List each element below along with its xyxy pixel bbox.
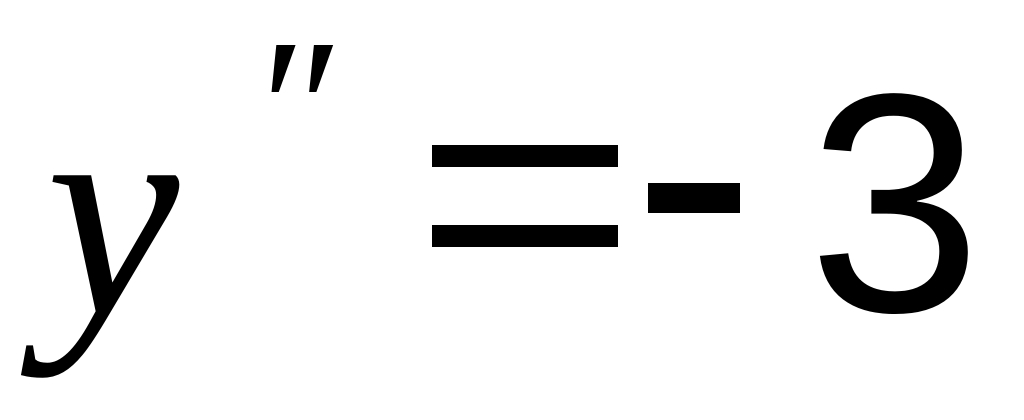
equals-bar-top: [432, 145, 618, 167]
minus-sign: [648, 183, 740, 213]
equals-sign: [432, 145, 618, 247]
constant-value: 3: [808, 30, 982, 378]
equals-bar-bottom: [432, 225, 618, 247]
variable-y: y: [46, 46, 180, 378]
double-prime-mark: ″: [248, 0, 332, 220]
